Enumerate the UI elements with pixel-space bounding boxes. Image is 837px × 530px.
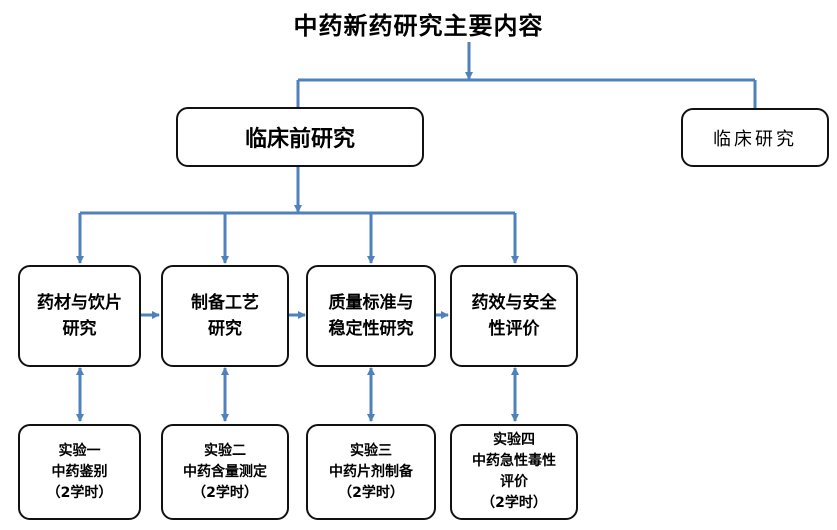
module-label-1: 药材与饮片 研究 — [37, 293, 122, 339]
module-box-4: 药效与安全 性评价 — [450, 265, 578, 367]
clinical-label: 临床研究 — [713, 128, 797, 150]
diagram-title: 中药新药研究主要内容 — [293, 12, 544, 40]
module-label-2: 制备工艺 研究 — [191, 293, 259, 339]
experiment-box-4: 实验四 中药急性毒性 评价 （2学时） — [450, 424, 578, 520]
clinical-box: 临床研究 — [681, 108, 829, 167]
experiment-label-3: 实验三 中药片剂制备 （2学时） — [329, 442, 413, 501]
module-label-3: 质量标准与 稳定性研究 — [328, 293, 414, 339]
experiment-box-3: 实验三 中药片剂制备 （2学时） — [306, 424, 436, 520]
module-box-3: 质量标准与 稳定性研究 — [306, 265, 436, 367]
preclinical-label: 临床前研究 — [244, 127, 355, 152]
module-box-2: 制备工艺 研究 — [161, 265, 289, 367]
experiment-box-2: 实验二 中药含量测定 （2学时） — [161, 424, 289, 520]
experiment-label-1: 实验一 中药鉴别 （2学时） — [46, 442, 113, 501]
experiment-label-2: 实验二 中药含量测定 （2学时） — [183, 442, 267, 501]
module-label-4: 药效与安全 性评价 — [471, 293, 557, 339]
preclinical-box: 临床前研究 — [176, 107, 424, 167]
module-box-1: 药材与饮片 研究 — [18, 265, 141, 367]
experiment-label-4: 实验四 中药急性毒性 评价 （2学时） — [472, 432, 556, 511]
experiment-box-1: 实验一 中药鉴别 （2学时） — [18, 424, 141, 520]
